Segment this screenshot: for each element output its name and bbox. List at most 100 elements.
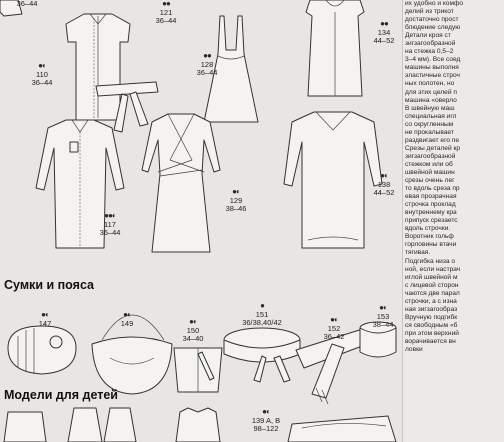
- sketch-tie-belt: [95, 81, 159, 133]
- model-number: 149: [120, 318, 134, 328]
- sketch-model-128: [203, 15, 259, 123]
- model-size: 36–42: [323, 332, 345, 341]
- difficulty-dots: ●: [260, 301, 265, 310]
- text-line: внутреннему кра: [405, 209, 457, 217]
- text-line: строчки, а с изна: [405, 297, 457, 305]
- text-line: со скругленным: [405, 120, 454, 128]
- text-line: вдоль строчки.: [405, 225, 451, 233]
- text-line: чаются две парал: [405, 289, 460, 297]
- model-size: 36–44: [16, 0, 38, 8]
- text-line: раздвигает его пе: [405, 136, 460, 144]
- model-size: 38–44: [372, 320, 394, 329]
- difficulty-dots: ●◐: [262, 407, 271, 416]
- model-number: 121: [159, 7, 173, 17]
- sketch-model-129: [141, 113, 221, 253]
- text-line: зигзагообразной: [405, 152, 456, 160]
- text-line: срезы очень лег: [405, 177, 455, 185]
- model-label-153: ●◐ 153 38–44: [364, 303, 402, 330]
- text-line: Воротник гольф: [405, 233, 454, 241]
- text-line: Подгибка низа о: [405, 257, 456, 265]
- model-number: 147: [38, 318, 52, 328]
- sketch-model-152: [295, 325, 379, 404]
- difficulty-dots: ●◐: [379, 303, 388, 312]
- model-number: 150: [186, 325, 200, 335]
- model-size: 36/38,40/42: [242, 318, 282, 327]
- model-number: 129: [229, 195, 243, 205]
- text-line: для этих целей п: [405, 88, 457, 96]
- text-line: специальная игл: [405, 112, 457, 120]
- model-number: 128: [200, 59, 214, 69]
- sketch-model-147: [7, 325, 77, 375]
- sketch-model-150: [173, 347, 223, 393]
- text-line: припуск срезаетс: [405, 217, 458, 225]
- text-line: не прокалывает: [405, 128, 454, 136]
- model-label-150: ●◐ 150 34–40: [174, 317, 212, 344]
- model-size: 34–40: [182, 334, 204, 343]
- model-number: 152: [327, 323, 341, 333]
- sketch-model-149: [91, 314, 173, 395]
- sketch-model-117: [35, 119, 125, 249]
- text-line: ловки: [405, 346, 423, 354]
- sketch-model-153: [359, 321, 397, 358]
- text-line: Вручную подгибк: [405, 313, 458, 321]
- model-number: 110: [36, 69, 48, 79]
- difficulty-dots: ●◐: [232, 187, 241, 196]
- model-label-139: ●◐ 139 A, B 98–122: [244, 407, 288, 434]
- text-line: ных полотен, но: [405, 80, 455, 88]
- sketch-kids-row: [3, 407, 397, 442]
- model-label-134: ●● 134 44–52: [364, 19, 404, 46]
- text-line: эластичные строч: [405, 72, 460, 80]
- model-label-110: ●◐ 110 36–44: [24, 61, 60, 88]
- model-label-117: ●●◐ 117 36–44: [92, 211, 128, 238]
- difficulty-dots: ●◐: [189, 317, 198, 326]
- text-line: ная зигзагообраз: [405, 305, 458, 313]
- text-line: строчка проклад: [405, 201, 456, 209]
- model-label-121: ●● 121 36–44: [148, 0, 184, 26]
- model-label-149: ●◐ 149: [112, 310, 142, 328]
- sketch-model-134: [305, 0, 365, 97]
- difficulty-dots: ●●◐: [104, 211, 117, 220]
- difficulty-dots: ●◐: [123, 310, 132, 319]
- text-line: В швейную маш: [405, 104, 455, 112]
- model-number: 139 A, B: [251, 415, 281, 425]
- model-size: 44–52: [373, 36, 395, 45]
- model-number: 117: [104, 219, 116, 229]
- text-line: машины выполня: [405, 64, 459, 72]
- model-size: 98–122: [253, 424, 279, 433]
- text-line: ворачивается вн: [405, 337, 456, 345]
- model-size: 38–46: [225, 204, 247, 213]
- text-line: достаточно прост: [405, 16, 459, 24]
- text-line: блюдение следую: [405, 24, 461, 32]
- model-number: 134: [377, 27, 391, 37]
- difficulty-dots: ●●: [380, 19, 389, 28]
- text-line: стежком или об: [405, 160, 453, 168]
- text-line: ной, если настрач: [405, 265, 461, 273]
- difficulty-dots: ●◐: [38, 61, 47, 70]
- model-size: 36–44: [99, 228, 121, 237]
- sketch-model-138: [283, 111, 383, 249]
- difficulty-dots: ●●: [203, 51, 212, 60]
- text-line: евая прозрачная: [405, 193, 457, 201]
- model-label-138: ●◐ 138 44–52: [364, 171, 404, 198]
- text-line: швейной машин: [405, 168, 455, 176]
- model-label-152: ●◐ 152 36–42: [316, 315, 352, 342]
- model-size: 36–44: [155, 16, 177, 25]
- difficulty-dots: ●◐: [380, 171, 389, 180]
- model-size: 36–44: [31, 78, 53, 87]
- text-line: ся свободным «б: [405, 321, 458, 329]
- text-line: то вдоль среза пр: [405, 185, 460, 193]
- difficulty-dots: ●◐: [41, 310, 50, 319]
- text-line: машина «оверло: [405, 96, 457, 104]
- text-line: тягивая.: [405, 249, 431, 257]
- text-line: Детали кроя ст: [405, 32, 451, 40]
- model-number: 151: [255, 309, 269, 319]
- text-line: Срезы деталей кр: [405, 144, 461, 152]
- model-number: 138: [377, 179, 391, 189]
- difficulty-dots: ●◐: [330, 315, 339, 324]
- text-line: делий из трикот: [405, 8, 454, 16]
- section-title-kids-models: Модели для детей: [4, 388, 118, 402]
- section-title-bags-belts: Сумки и пояса: [4, 278, 95, 292]
- difficulty-dots: ●●: [162, 0, 171, 8]
